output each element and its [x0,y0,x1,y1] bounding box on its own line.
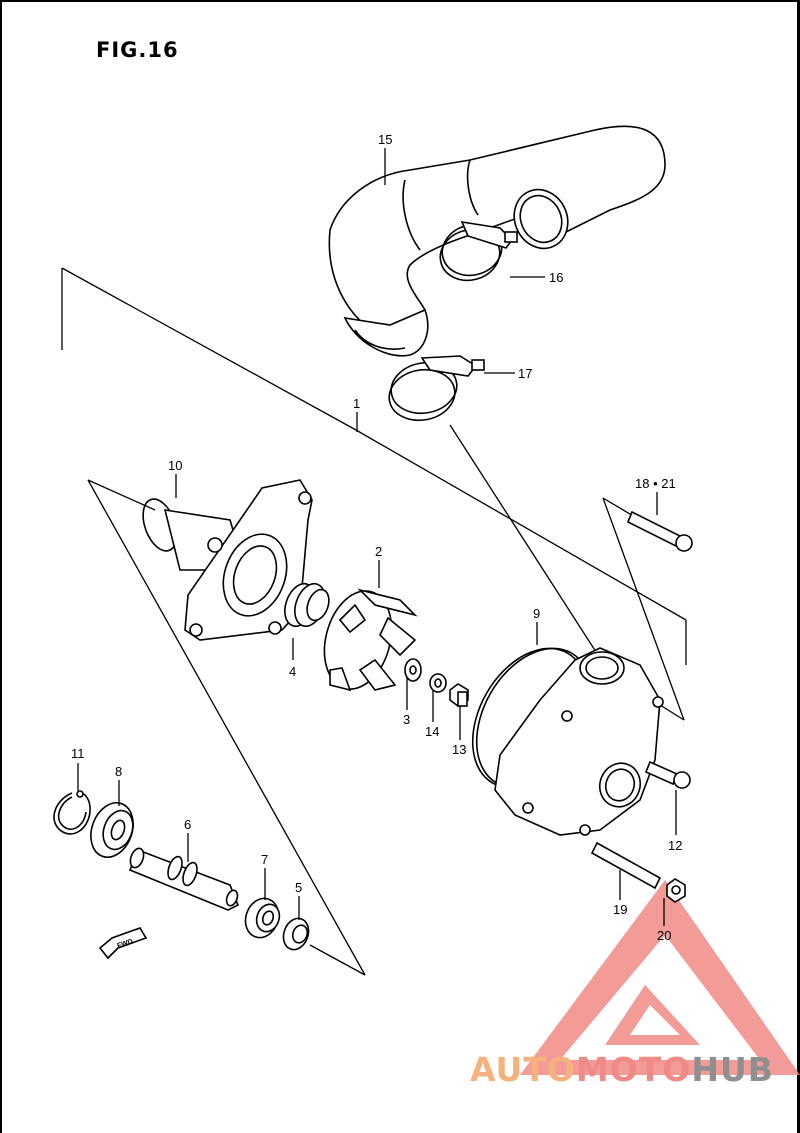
stud-bolt-part [590,841,662,890]
bearing-part-7 [244,897,281,939]
callout-18-21: 18 • 21 [635,476,676,491]
callout-8: 8 [115,764,122,779]
fwd-label: FWD [116,938,133,950]
callout-9: 9 [533,606,540,621]
callout-17: 17 [518,366,532,381]
watermark-auto: AUTO [470,1050,576,1089]
callout-20: 20 [657,928,671,943]
bolt-part-13 [449,683,469,707]
impeller-part [323,588,418,692]
callout-16: 16 [549,270,563,285]
callout-7: 7 [261,852,268,867]
callout-14: 14 [425,724,439,739]
callout-4: 4 [289,664,296,679]
callout-15: 15 [378,132,392,147]
mechanical-seal-part [284,582,330,628]
bolt-part-12 [644,760,691,789]
watermark-logo-triangle [520,880,800,1075]
frame-right-border [797,0,800,1133]
clamp-part-17 [388,355,485,422]
washer-part-3 [404,658,422,682]
clamp-part-16 [439,220,518,282]
callout-1: 1 [353,396,360,411]
watermark-moto: MOTO [575,1050,692,1089]
callout-leaders [77,148,677,926]
oil-seal-part [282,917,310,951]
callout-13: 13 [452,742,466,757]
hose-part [328,125,666,357]
circlip-part [53,790,91,835]
fwd-direction-marker: FWD [98,927,148,960]
leader-hose-to-cover [449,424,599,656]
callout-6: 6 [184,817,191,832]
bolt-part-18-21 [626,510,693,552]
watermark-wordmark: AUTOMOTOHUB [470,1050,774,1089]
frame-top-border [0,0,800,2]
pump-shaft-part [128,847,240,911]
callout-19: 19 [613,902,627,917]
frame-left-border [0,0,2,1133]
figure-title: FIG.16 [96,38,179,62]
bearing-part-8 [90,802,134,858]
pump-cover-part [494,647,664,836]
callout-labels: 15 16 17 1 10 18 • 21 2 9 4 3 14 13 11 8… [71,132,682,943]
subgroup-bracket-left [87,479,366,976]
assembly-bracket [61,267,687,665]
washer-part-14 [429,673,447,693]
callout-11: 11 [71,746,85,761]
callout-3: 3 [403,712,410,727]
callout-5: 5 [295,880,302,895]
callout-2: 2 [375,544,382,559]
callout-10: 10 [168,458,182,473]
nut-part [666,878,686,903]
watermark-hub: HUB [691,1050,774,1089]
callout-12: 12 [668,838,682,853]
